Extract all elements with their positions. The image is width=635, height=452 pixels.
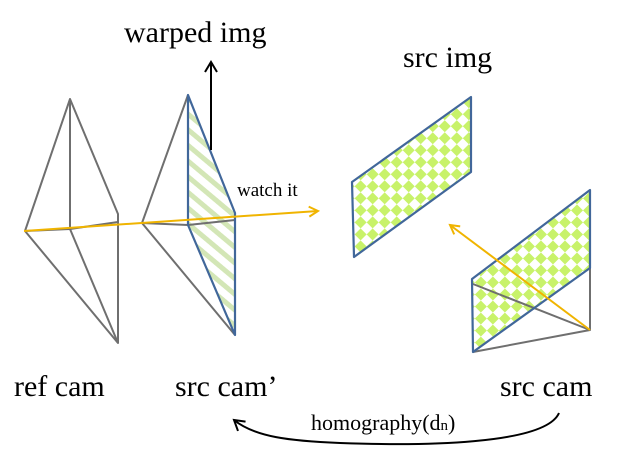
warped-image-plane-fill: [188, 95, 235, 335]
src-cam-prime-mid-edge: [187, 219, 236, 226]
homography-label-subscript: n: [441, 418, 449, 434]
src-image-plane: [350, 95, 473, 259]
src-cam-prime-label: src cam’: [175, 370, 277, 403]
homography-arrow: [232, 412, 560, 446]
ref-cam-outline: [24, 98, 119, 344]
src-cam-frustum: [450, 188, 592, 354]
watch-it-label: watch it: [237, 180, 298, 201]
src-cam-ray-arrow: [450, 225, 591, 331]
homography-label: homography(dn): [311, 410, 455, 435]
src-cam-prime-frustum: [141, 93, 237, 337]
ray-arrow: [23, 211, 318, 232]
src-cam-image-plane-border: [470, 188, 592, 354]
warped-image-plane-border: [186, 93, 237, 337]
homography-label-close: ): [448, 410, 455, 435]
src-img-label: src img: [403, 41, 492, 74]
homography-label-text: homography(d: [311, 410, 441, 435]
src-cam-label: src cam: [500, 370, 592, 403]
warped-img-label: warped img: [124, 16, 266, 49]
ref-cam-label: ref cam: [14, 370, 105, 403]
src-cam-diagonal-edge: [472, 283, 591, 331]
ref-cam-frustum: [24, 98, 119, 344]
src-cam-image-plane-fill: [472, 190, 590, 352]
ref-cam-lower-edge: [69, 228, 119, 344]
